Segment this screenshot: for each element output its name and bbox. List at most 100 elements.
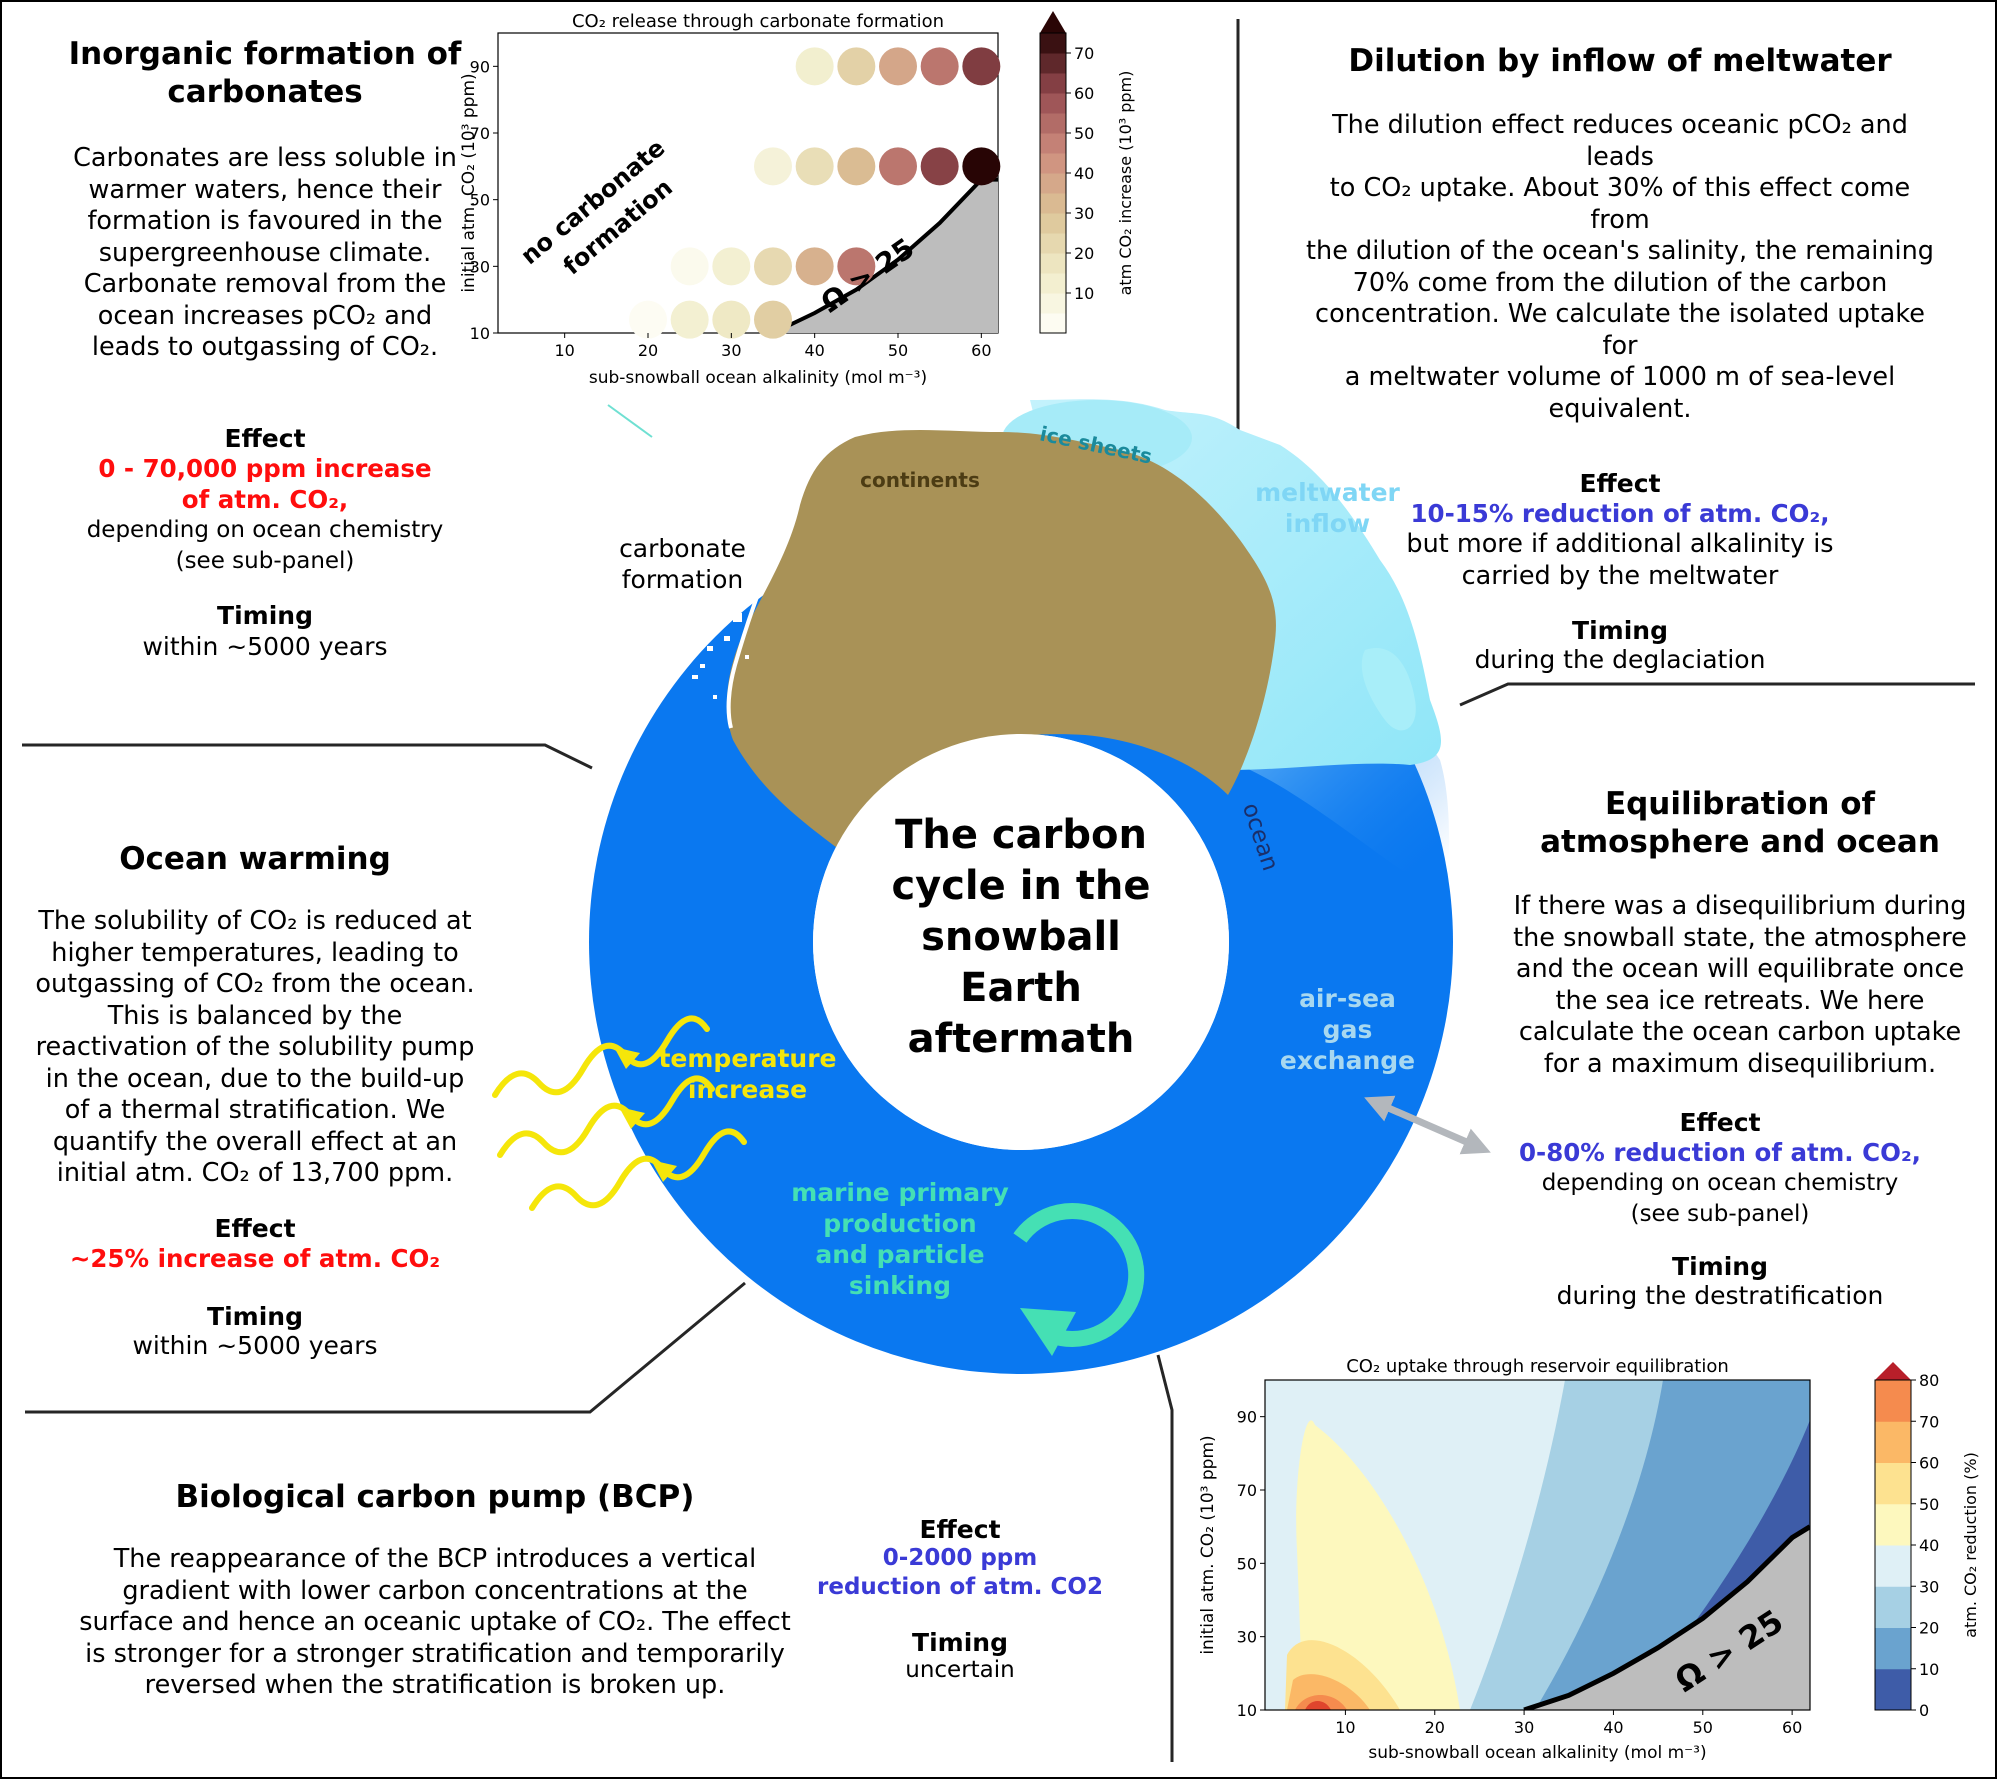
- chart1-point-18: [920, 47, 959, 86]
- continents-label: continents: [860, 468, 980, 492]
- chart1-point-11: [837, 147, 876, 186]
- chart1-colorbar-label: 10: [1074, 284, 1094, 303]
- carbonate-formation-line-1: carbonate: [619, 534, 746, 563]
- marine-label: marine primary production and particle s…: [770, 1177, 1030, 1301]
- marine-line-3: and particle: [815, 1240, 985, 1269]
- chart1-point-16: [837, 47, 876, 86]
- dilution-title: Dilution by inflow of meltwater: [1348, 43, 1892, 79]
- chart2-xtick-label: 40: [1603, 1718, 1623, 1737]
- equilibration-title-line-1: Equilibration of: [1604, 786, 1876, 822]
- panel-inorganic: Inorganic formation of carbonates Carbon…: [20, 35, 510, 661]
- chart1-colorbar-label: 50: [1074, 124, 1094, 143]
- center-title-line-5: aftermath: [907, 1016, 1135, 1062]
- chart2-colorbar-segment: [1875, 1380, 1911, 1422]
- chart2-ytick-label: 10: [1237, 1701, 1257, 1720]
- chart1-point-8: [837, 247, 876, 286]
- warming-effect-value: ~25% increase of atm. CO₂: [69, 1243, 441, 1273]
- chart1-point-1: [670, 300, 709, 339]
- chart1-point-7: [795, 247, 834, 286]
- warming-body-line-2: higher temperatures, leading to: [51, 937, 459, 968]
- dilution-body-line-5: concentration. We calculate the isolated…: [1315, 299, 1925, 361]
- warming-timing-value: within ~5000 years: [132, 1330, 378, 1360]
- bcp-body-line-1: The reappearance of the BCP introduces a…: [113, 1544, 757, 1574]
- inorganic-timing-value: within ~5000 years: [142, 631, 388, 661]
- chart2-colorbar-label: 0: [1919, 1701, 1929, 1720]
- heat-arrowheads: [614, 1047, 677, 1182]
- chart2-colorbar-label: 70: [1919, 1412, 1939, 1431]
- dilution-body-line-6: a meltwater volume of 1000 m of sea-leve…: [1344, 362, 1896, 392]
- chart1-point-15: [795, 47, 834, 86]
- chart1-colorbar-segment: [1040, 253, 1066, 274]
- chart2-ytick-label: 30: [1237, 1628, 1257, 1647]
- chart1-colorbar-segment: [1040, 293, 1066, 314]
- chart2-colorbar-segment: [1875, 1503, 1911, 1546]
- equilibration-effect-value: 0-80% reduction of atm. CO₂,: [1519, 1138, 1921, 1167]
- chart1-colorbar-frame: [1039, 32, 1067, 334]
- inorganic-body-line-3: formation is favoured in the: [87, 206, 443, 236]
- equilibration-timing-value: during the destratification: [1556, 1281, 1884, 1310]
- chart2-colorbar-segment: [1875, 1421, 1911, 1463]
- chart2-ytick-label: 70: [1237, 1481, 1257, 1500]
- equilibration-title: Equilibration of atmosphere and ocean: [1500, 785, 1980, 861]
- chart1-ytick-label: 50: [470, 191, 490, 210]
- chart2-colorbar-label: 10: [1919, 1660, 1939, 1679]
- chart2-colorbar-title: atm. CO₂ reduction (%): [1961, 1452, 1980, 1638]
- panel-bcp: Biological carbon pump (BCP) The reappea…: [60, 1478, 810, 1702]
- chart1-ytick-label: 70: [470, 124, 490, 143]
- equilibration-body-line-3: and the ocean will equilibrate once: [1515, 954, 1965, 984]
- dilution-body-line-4: 70% come from the dilution of the carbon: [1352, 267, 1888, 298]
- temperature-line-2: increase: [687, 1075, 808, 1104]
- dilution-effect-value: 10-15% reduction of atm. CO₂,: [1410, 499, 1830, 528]
- bcp-body-line-2: gradient with lower carbon concentration…: [122, 1575, 748, 1606]
- equilibration-effect-label: Effect: [1679, 1108, 1761, 1137]
- chart2-xtick-label: 50: [1693, 1718, 1713, 1737]
- dilution-body: The dilution effect reduces oceanic pCO₂…: [1300, 110, 1940, 425]
- dilution-effect-detail-1: but more if additional alkalinity is: [1406, 529, 1834, 559]
- center-title-line-1: The carbon: [895, 812, 1147, 858]
- bcp-body-line-4: is stronger for a stronger stratificatio…: [85, 1638, 785, 1669]
- chart2-omega-boundary: [1523, 1524, 1810, 1710]
- chart1-colorbar-segment: [1040, 213, 1066, 234]
- chart2-title: CO₂ uptake through reservoir equilibrati…: [1346, 1356, 1729, 1377]
- chart1-colorbar-segment: [1040, 93, 1066, 114]
- inorganic-effect-value: 0 - 70,000 ppm increase of atm. CO₂,: [20, 453, 510, 515]
- chart1-colorbar-segment: [1040, 133, 1066, 154]
- chart2-colorbar-segment: [1875, 1462, 1911, 1505]
- chart1-colorbar-segment: [1040, 173, 1066, 194]
- chart1-colorbar-extend: [1040, 11, 1066, 33]
- chart1-colorbar-segment: [1040, 73, 1066, 94]
- connector-dilution: [1216, 19, 1240, 463]
- heat-arrowhead-2: [619, 1107, 645, 1129]
- equilibration-body-line-1: If there was a disequilibrium during: [1513, 891, 1967, 921]
- heat-wave-1: [492, 1015, 710, 1098]
- air-sea-arrow: [1364, 1095, 1491, 1155]
- chart1-point-0: [629, 300, 667, 339]
- air-sea-line-2: gas: [1322, 1015, 1373, 1044]
- carbonate-edge: [726, 544, 780, 729]
- chart2-xtick-label: 60: [1782, 1718, 1802, 1737]
- dilution-timing-value: during the deglaciation: [1474, 645, 1766, 674]
- bcp-body-line-5: reversed when the stratification is brok…: [144, 1670, 726, 1700]
- chart1-xtick-label: 10: [554, 341, 574, 360]
- carbonate-particles: [692, 570, 770, 699]
- chart2-omega-region: [1524, 1526, 1810, 1710]
- inorganic-timing-label: Timing: [217, 600, 313, 630]
- chart1-xlabel: sub-snowball ocean alkalinity (mol m⁻³): [589, 368, 927, 388]
- chart-callout-line: [607, 404, 653, 438]
- warming-title: Ocean warming: [119, 841, 391, 877]
- air-sea-label: air-sea gas exchange: [1260, 983, 1435, 1076]
- equilibration-body: If there was a disequilibrium during the…: [1500, 891, 1980, 1080]
- inorganic-effect-detail-2: (see sub-panel): [175, 547, 355, 574]
- chart1-colorbar-label: 70: [1074, 44, 1094, 63]
- bcp-timing-value: uncertain: [905, 1657, 1015, 1683]
- chart2-band-40-50: [1296, 1420, 1460, 1710]
- chart1-xtick-label: 60: [971, 341, 991, 360]
- chart2-contours: [1265, 1380, 1810, 1710]
- meltwater-inflow-line-1: meltwater: [1255, 478, 1400, 507]
- center-disc: [813, 734, 1229, 1150]
- chart2-xtick-label: 20: [1425, 1718, 1445, 1737]
- chart1-colorbar-segment: [1040, 113, 1066, 134]
- carbonate-formation-label: carbonate formation: [590, 533, 775, 595]
